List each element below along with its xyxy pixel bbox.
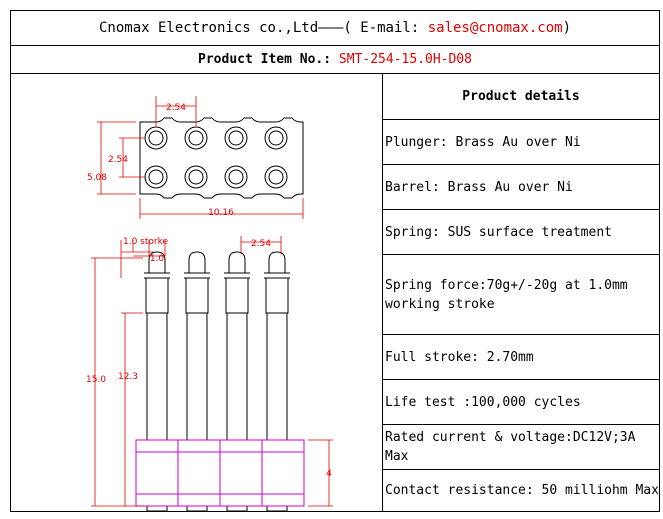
dim-total-height: 15.0 — [86, 375, 106, 385]
dim-top-pitch: 2.54 — [166, 103, 186, 113]
drawing-canvas: 2.54 5.08 2.54 10.16 — [86, 96, 333, 512]
detail-barrel: Barrel: Brass Au over Ni — [383, 165, 659, 210]
company-header: Cnomax Electronics co.,Ltd———( E-mail: s… — [11, 11, 659, 46]
company-header-end: ) — [562, 20, 572, 36]
detail-contact-resistance: Contact resistance: 50 milliohm Max — [385, 483, 659, 498]
product-model-number: SMT-254-15.0H-D08 — [338, 52, 472, 67]
dim-stroke-value: 1.0 — [150, 254, 165, 264]
company-name: Cnomax Electronics co.,Ltd———( E-mail: — [98, 20, 428, 36]
details-title: Product details — [383, 74, 659, 120]
email-address[interactable]: sales@cnomax.com — [427, 20, 563, 36]
spec-sheet: Cnomax Electronics co.,Ltd———( E-mail: s… — [10, 10, 660, 512]
top-view — [139, 117, 304, 199]
detail-spring: Spring: SUS surface treatment — [383, 210, 659, 255]
product-item-row: Product Item No.: SMT-254-15.0H-D08 — [11, 46, 659, 74]
technical-drawing: 2.54 5.08 2.54 10.16 — [11, 74, 383, 512]
detail-spring-force: Spring force:70g+/-20g at 1.0mm working … — [383, 255, 659, 335]
dim-height: 5.08 — [87, 173, 107, 183]
side-view-base — [135, 439, 305, 507]
detail-life-test: Life test :100,000 cycles — [383, 380, 659, 425]
detail-full-stroke: Full stroke: 2.70mm — [383, 335, 659, 380]
top-view-dimensions — [97, 96, 304, 219]
pin-holes-row-top — [144, 126, 288, 150]
dim-base-height: 4 — [326, 469, 332, 479]
dim-body-height: 12.3 — [118, 372, 138, 382]
top-view-outline — [139, 117, 304, 199]
side-view-pins — [144, 251, 290, 512]
dim-row-pitch: 2.54 — [108, 155, 128, 165]
side-view-dimensions — [91, 236, 333, 507]
detail-plunger: Plunger: Brass Au over Ni — [383, 120, 659, 165]
dim-side-pitch: 2.54 — [251, 239, 271, 249]
detail-rated-current: Rated current & voltage:DC12V;3A Max — [383, 425, 659, 470]
product-item-label: Product Item No.: — [198, 52, 339, 67]
product-details-table: Product details Plunger: Brass Au over N… — [383, 74, 659, 511]
dim-stroke-label: 1.0 storke — [123, 237, 168, 247]
pin-holes-row-bottom — [144, 165, 288, 189]
dim-width: 10.16 — [208, 208, 234, 218]
